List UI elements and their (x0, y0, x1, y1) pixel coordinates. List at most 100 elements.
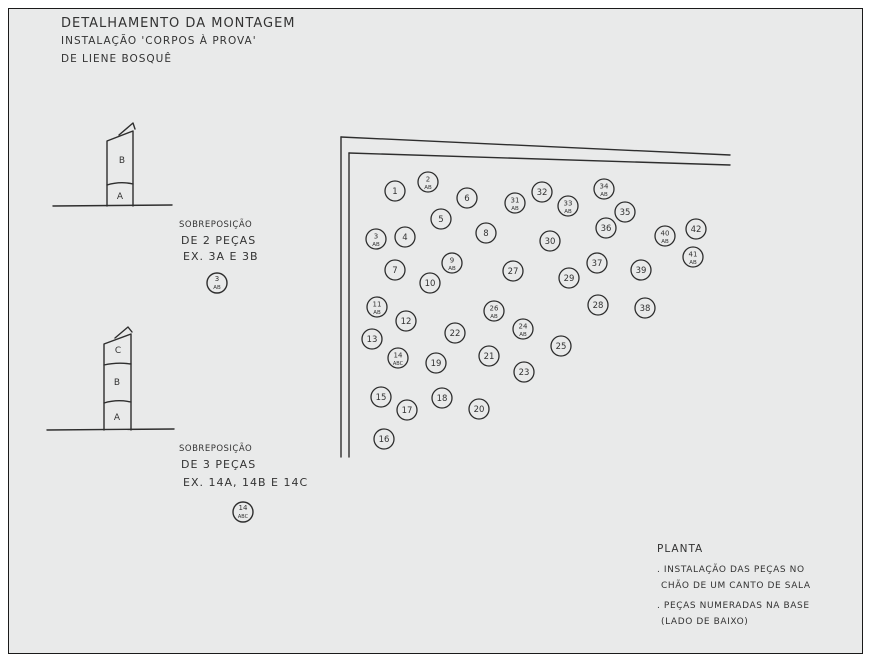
detail-two-note-3: ex. 3A e 3B (183, 250, 259, 263)
plan-piece: 13 (361, 328, 383, 350)
plan-piece-number: 29 (564, 274, 575, 284)
plan-piece-number: 25 (556, 342, 567, 352)
plan-piece-number: 18 (437, 394, 448, 404)
plan-piece-circle (431, 387, 453, 409)
plan-piece: 23 (513, 361, 535, 383)
plan-piece-circle (456, 187, 478, 209)
plan-piece-number: 6 (464, 194, 469, 204)
plan-piece-circle (595, 217, 617, 239)
plan-piece: 30 (539, 230, 561, 252)
plan-piece-circle (468, 398, 490, 420)
three-piece-example-number: 14 (239, 504, 248, 512)
detail-two-note-1: Sobreposição (179, 220, 253, 230)
plan-piece: 4 (394, 226, 416, 248)
detail-three-label-c: C (115, 346, 121, 356)
plan-piece-number: 13 (367, 335, 378, 345)
plan-piece: 16 (373, 428, 395, 450)
plan-piece-circle (614, 201, 636, 223)
plan-piece-number: 5 (438, 215, 443, 225)
plan-piece-sub: AB (490, 314, 498, 320)
plan-piece-circle (502, 260, 524, 282)
plan-piece-circle (483, 300, 505, 322)
plan-piece-circle (539, 230, 561, 252)
plan-piece-number: 22 (450, 329, 461, 339)
plan-piece-circle (384, 259, 406, 281)
plan-piece-circle (630, 259, 652, 281)
plan-piece: 20 (468, 398, 490, 420)
plan-piece-circle (587, 294, 609, 316)
plan-piece-number: 12 (401, 317, 412, 327)
legend-bullet-1b: chão de um canto de sala (661, 581, 811, 591)
plan-piece-number: 33 (564, 200, 573, 208)
plan-piece-number: 34 (600, 183, 609, 191)
plan-piece-number: 20 (474, 405, 485, 415)
plan-piece: 32 (531, 181, 553, 203)
plan-piece-circle (444, 322, 466, 344)
plan-piece: 12 (395, 310, 417, 332)
plan-piece-circle (395, 310, 417, 332)
legend-title: Planta (657, 543, 704, 555)
detail-three-note-3: ex. 14A, 14B e 14C (183, 476, 309, 489)
plan-piece-circle (513, 361, 535, 383)
plan-piece-number: 32 (537, 188, 548, 198)
plan-piece-circle (475, 222, 497, 244)
plan-piece-number: 38 (640, 304, 651, 314)
plan-piece-number: 2 (426, 176, 430, 184)
plan-piece-sub: AB (448, 266, 456, 272)
plan-piece: 10 (419, 272, 441, 294)
plan-piece-number: 24 (519, 323, 528, 331)
two-piece-elevation (52, 122, 173, 207)
two-piece-example-number: 3 (215, 275, 219, 283)
plan-piece: 37 (586, 252, 608, 274)
two-piece-example-sub: AB (213, 285, 221, 291)
plan-piece-number: 21 (484, 352, 495, 362)
plan-piece-number: 42 (691, 225, 702, 235)
plan-piece-number: 10 (425, 279, 436, 289)
plan-piece-number: 11 (373, 301, 382, 309)
plan-piece-circle (373, 428, 395, 450)
three-piece-example-sub: ABC (238, 514, 249, 520)
plan-piece-circle (387, 347, 409, 369)
plan-piece-number: 14 (394, 352, 403, 360)
plan-piece-circle (504, 192, 526, 214)
plan-piece-circle (654, 225, 676, 247)
plan-piece: 27 (502, 260, 524, 282)
plan-piece: 22 (444, 322, 466, 344)
plan-piece: 28 (587, 294, 609, 316)
plan-piece-number: 35 (620, 208, 631, 218)
plan-piece: 1 (384, 180, 406, 202)
plan-piece: 29 (558, 267, 580, 289)
plan-piece: 7 (384, 259, 406, 281)
three-piece-elevation (46, 326, 175, 431)
plan-piece-sub: AB (661, 239, 669, 245)
legend-bullet-2b: (lado de baixo) (661, 617, 749, 627)
plan-piece: 18 (431, 387, 453, 409)
plan-piece: 3AB (365, 228, 387, 250)
plan-piece-number: 26 (490, 305, 499, 313)
plan-piece-circle (634, 297, 656, 319)
plan-piece: 25 (550, 335, 572, 357)
plan-piece-number: 1 (392, 187, 397, 197)
plan-piece-circle (550, 335, 572, 357)
plan-piece-number: 16 (379, 435, 390, 445)
plan-piece-number: 30 (545, 237, 556, 247)
plan-piece-circle (441, 252, 463, 274)
plan-piece-circle (396, 399, 418, 421)
plan-piece-circle (430, 208, 452, 230)
plan-piece: 35 (614, 201, 636, 223)
plan-piece: 5 (430, 208, 452, 230)
plan-piece-number: 17 (402, 406, 413, 416)
plan-piece-circle (478, 345, 500, 367)
detail-two-label-b: B (119, 156, 125, 166)
plan-piece-circle (384, 180, 406, 202)
plan-piece-number: 28 (593, 301, 604, 311)
plan-piece-sub: AB (424, 185, 432, 191)
